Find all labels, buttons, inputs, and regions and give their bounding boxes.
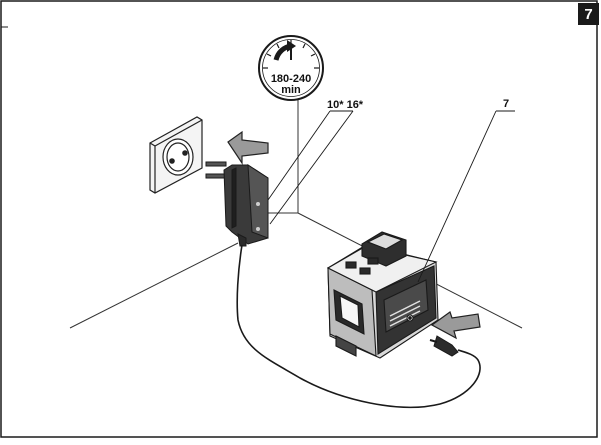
page-border — [0, 0, 598, 438]
figure-number-badge: 7 — [578, 3, 599, 25]
clock-icon: 180-240 min — [258, 35, 324, 101]
adapter-callout-label: 10* 16* — [327, 99, 364, 111]
laser-callout-label: 7 — [503, 98, 509, 110]
charging-adapter — [205, 161, 269, 247]
plug-in-arrow — [227, 130, 269, 165]
laser-leader-line — [417, 110, 515, 283]
connect-arrow — [430, 311, 481, 340]
dc-plug — [429, 335, 459, 357]
laser-level — [326, 231, 439, 359]
charging-cable — [236, 244, 481, 409]
wall-socket — [149, 116, 203, 194]
timer-duration: 180-240 — [271, 73, 311, 85]
adapter-leader-lines — [267, 110, 354, 225]
timer-unit: min — [281, 84, 301, 96]
room-lines — [69, 98, 523, 329]
